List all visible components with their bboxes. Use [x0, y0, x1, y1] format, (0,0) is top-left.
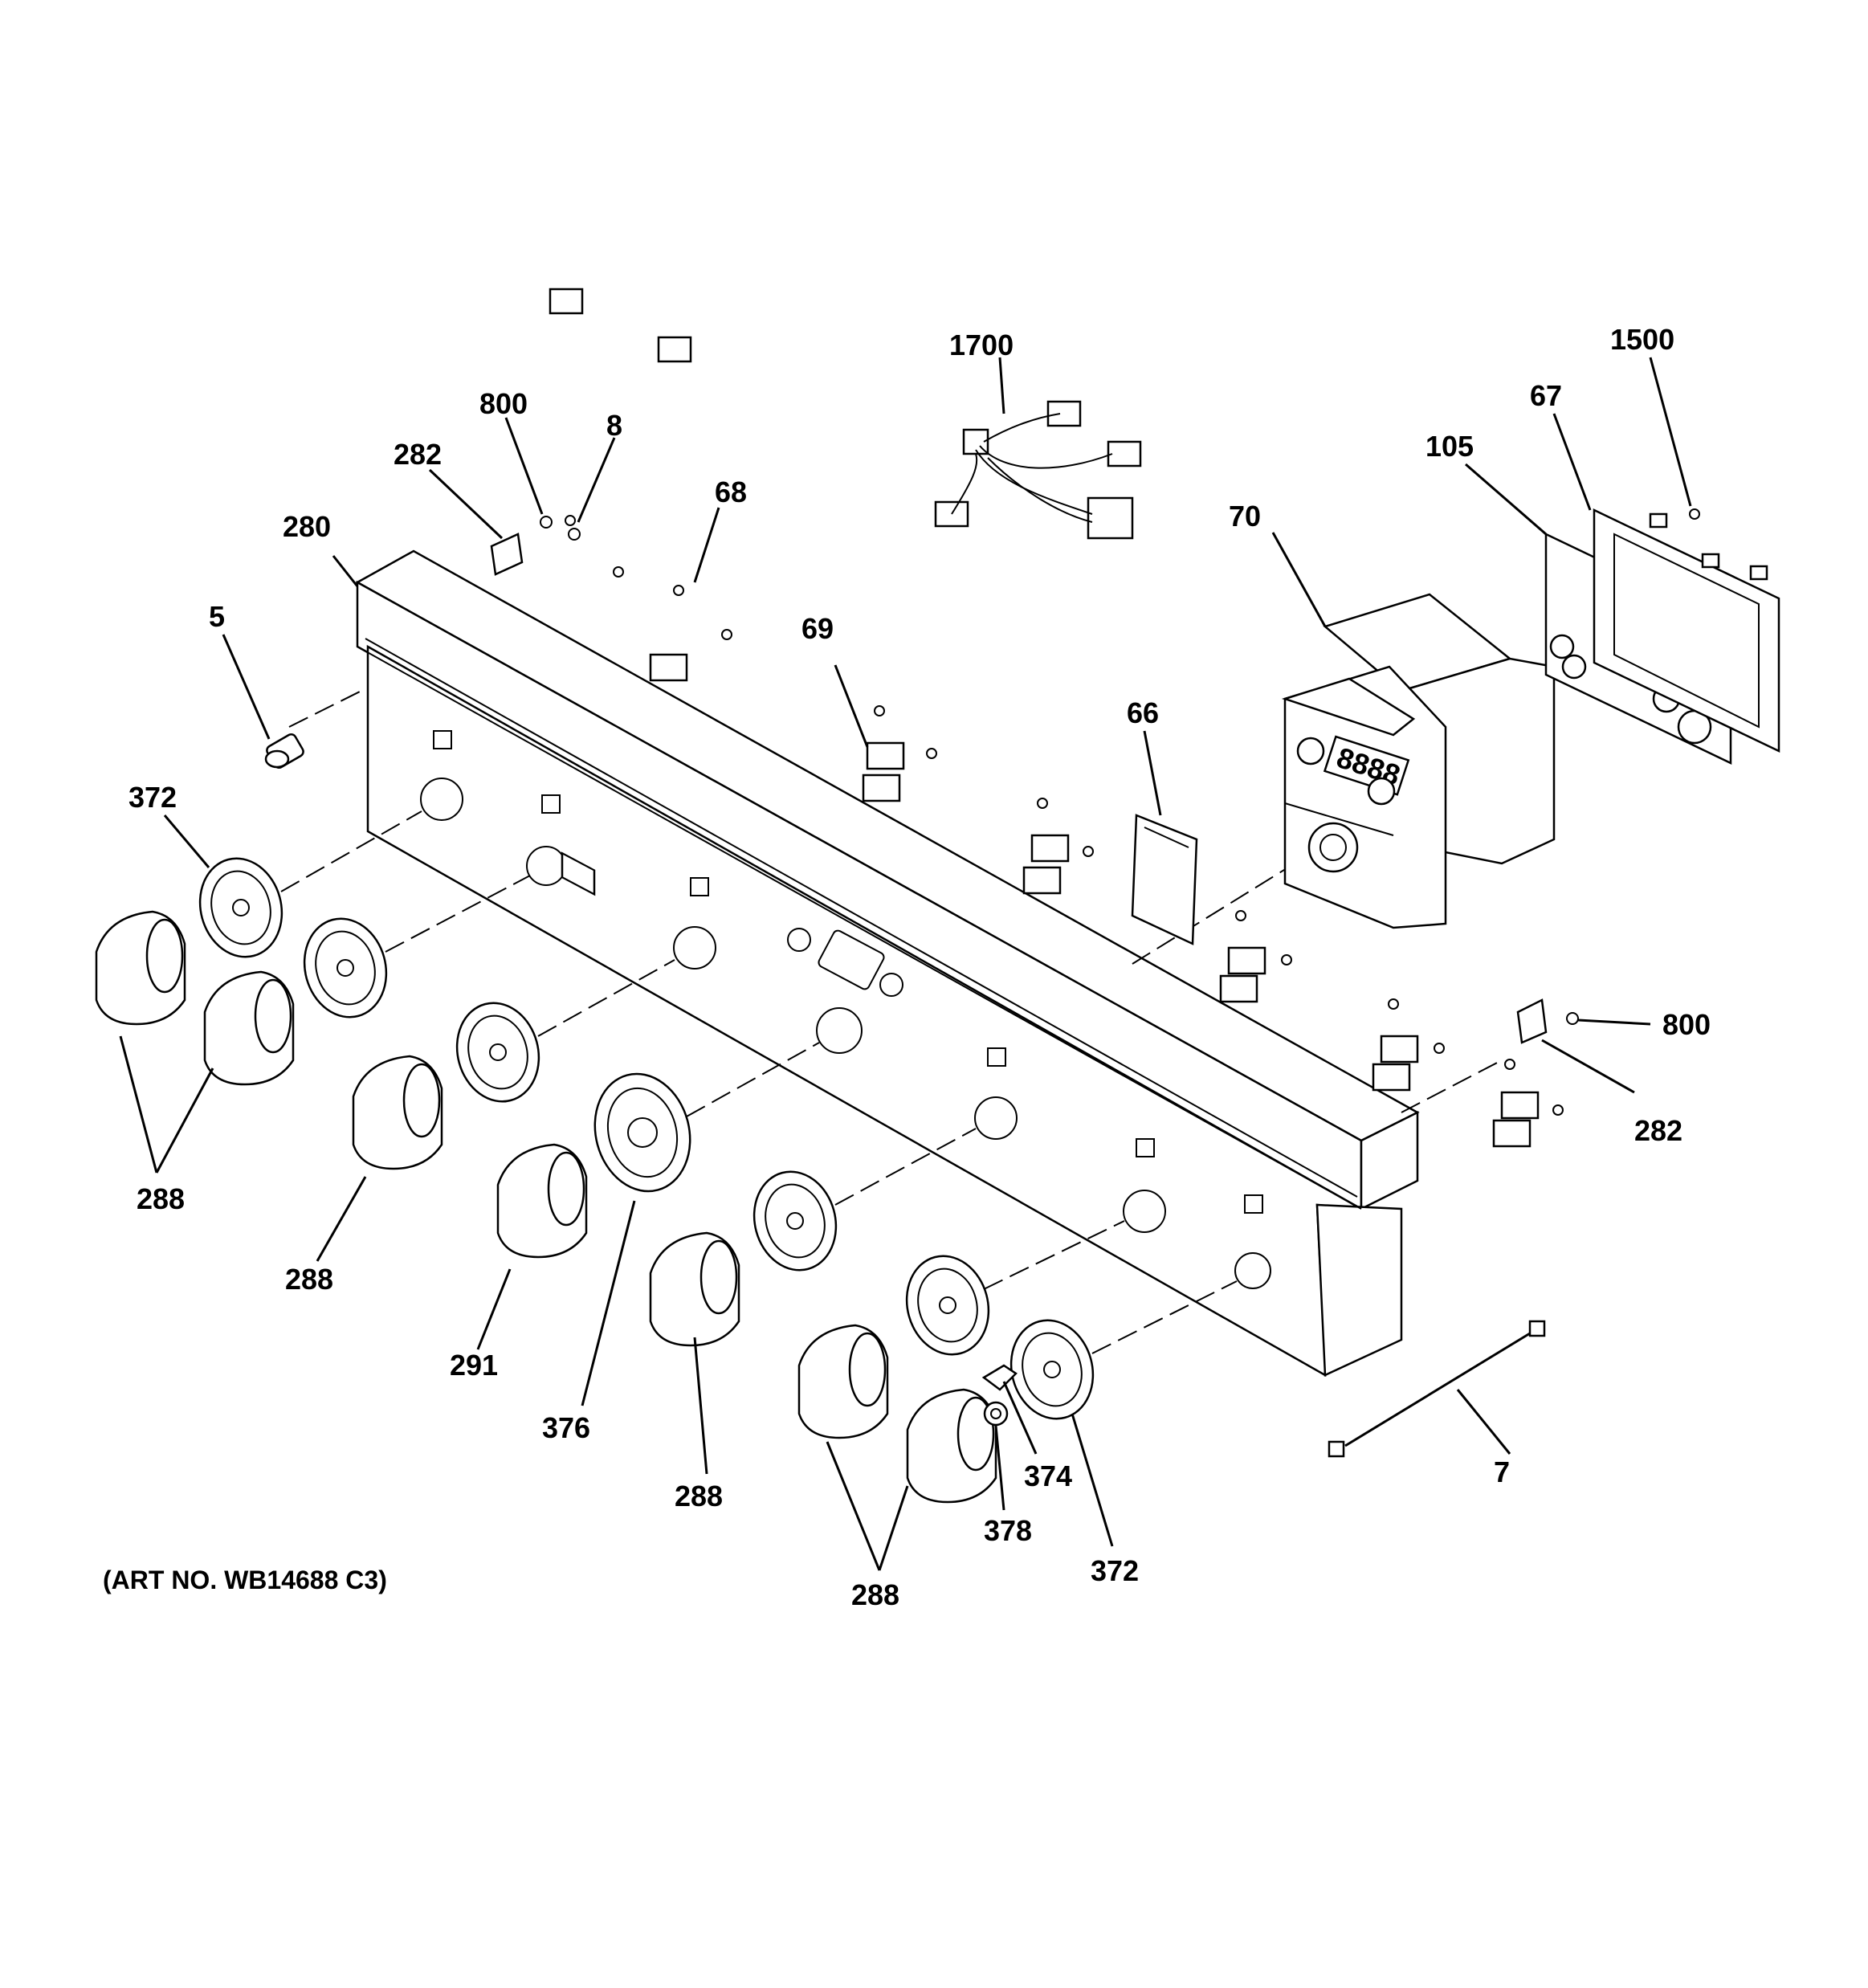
bezel-5: [753, 1170, 838, 1272]
bezel-6: [905, 1255, 990, 1356]
alignment-lines: [280, 690, 1503, 1354]
callout-288-d: 288: [851, 1578, 899, 1611]
callout-372-left: 372: [128, 781, 177, 814]
callout-66: 66: [1127, 696, 1159, 729]
callout-288-c: 288: [675, 1480, 723, 1512]
control-panel-housing: [355, 549, 1420, 1378]
cable-7: [1328, 1320, 1546, 1458]
switch-clips: [549, 288, 1564, 1148]
wire-harness-1700: [934, 400, 1142, 540]
callout-69: 69: [801, 612, 834, 645]
indicator-light-5: [264, 733, 304, 769]
bezel-376: [593, 1072, 691, 1193]
screw-1500: [1689, 508, 1700, 520]
callout-376: 376: [542, 1411, 590, 1444]
callout-5: 5: [209, 600, 225, 633]
clip-374: [981, 1364, 1018, 1391]
callouts: 1700 1500 800 8 282 67 105 68 280 70 5 6…: [128, 323, 1711, 1611]
knob-288-6: [906, 1388, 997, 1504]
callout-68: 68: [715, 476, 747, 508]
frame-67: [1593, 508, 1780, 753]
ring-378: [983, 1401, 1009, 1427]
knob-288-2: [203, 970, 295, 1086]
callout-800-top: 800: [479, 387, 528, 420]
callout-1700: 1700: [949, 329, 1014, 361]
callout-70: 70: [1229, 500, 1261, 533]
bracket-282-left: [490, 516, 581, 576]
callout-282-top: 282: [394, 438, 442, 471]
callout-8: 8: [606, 409, 622, 442]
callout-372-right: 372: [1091, 1554, 1139, 1587]
callout-280: 280: [283, 510, 331, 543]
panel-openings: [420, 730, 1271, 1289]
callout-800-right: 800: [1662, 1008, 1711, 1041]
leader-lines: [119, 357, 1692, 1571]
knob-291: [496, 1143, 588, 1259]
callout-378: 378: [984, 1514, 1032, 1547]
knob-288-4: [649, 1231, 740, 1347]
bezel-372-left: [198, 857, 283, 958]
callout-288-b: 288: [285, 1263, 333, 1296]
knob-288-5: [797, 1324, 889, 1439]
window-66: [1131, 814, 1198, 945]
callout-291: 291: [450, 1349, 498, 1382]
knob-288-1: [95, 910, 186, 1026]
callout-374: 374: [1024, 1459, 1072, 1492]
bracket-282-right: [1516, 998, 1579, 1044]
bezel-2: [303, 917, 388, 1018]
callout-1500: 1500: [1610, 323, 1674, 356]
art-number-caption: (ART NO. WB14688 C3): [103, 1565, 387, 1594]
control-module-70: 8888: [1281, 593, 1556, 929]
callout-282-right: 282: [1634, 1114, 1682, 1147]
bezel-3: [455, 1002, 540, 1103]
bezel-372-right: [1009, 1319, 1095, 1420]
callout-105: 105: [1425, 430, 1474, 463]
callout-67: 67: [1530, 379, 1562, 412]
callout-7: 7: [1494, 1455, 1510, 1488]
knob-288-3: [352, 1055, 443, 1170]
callout-288-a: 288: [137, 1182, 185, 1215]
